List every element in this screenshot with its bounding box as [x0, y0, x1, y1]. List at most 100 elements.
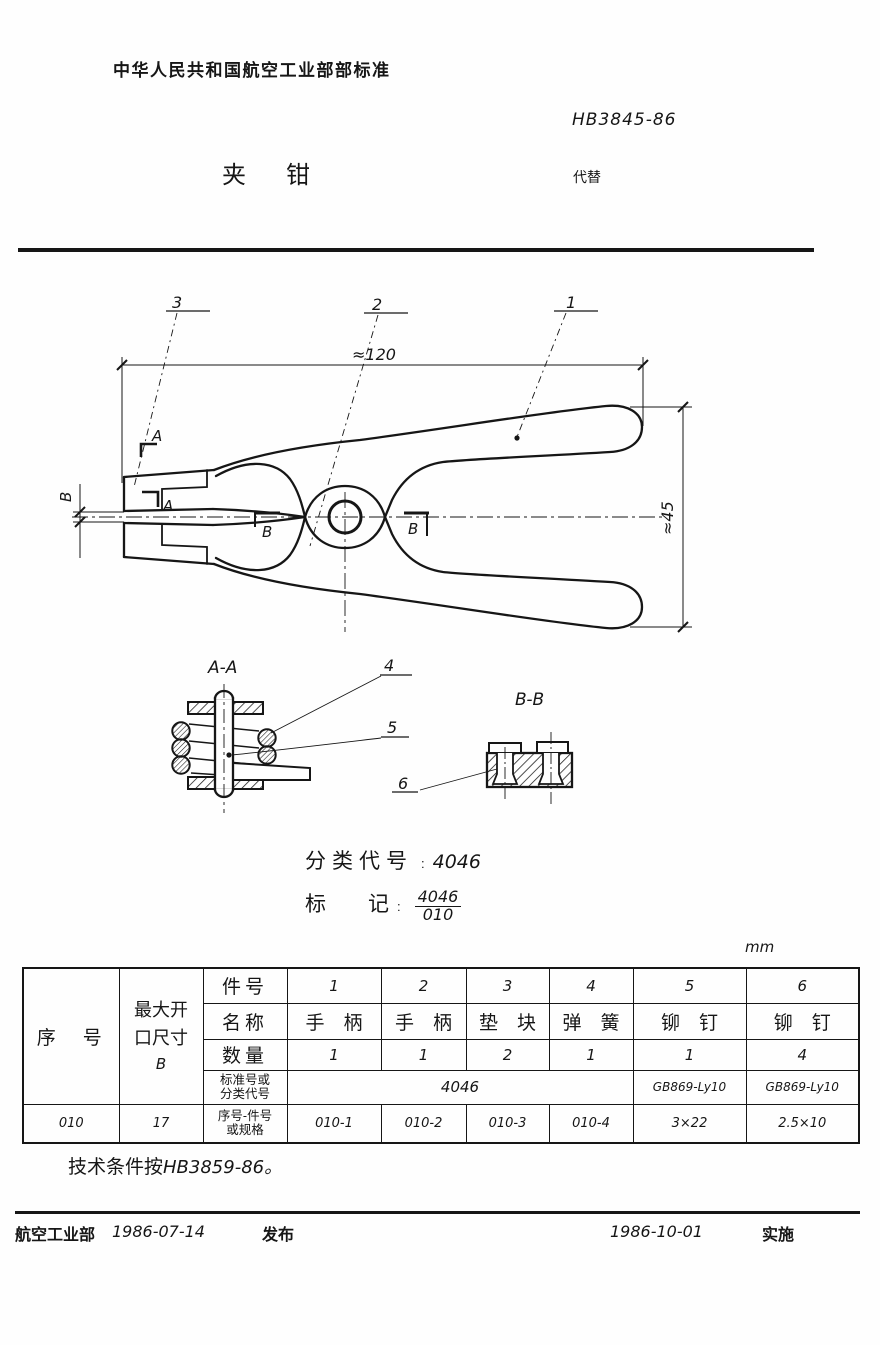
part-no-cell: 6 — [745, 967, 860, 1004]
marking-label: 标 记 — [305, 893, 389, 917]
pivot-circle — [327, 499, 363, 535]
standard-part6-cell: GB869-Ly10 — [745, 1069, 860, 1105]
callout-1: 1 — [514, 293, 598, 441]
standard-no-header: 标准号或 分类代号 — [202, 1069, 288, 1105]
standard-header-line2: 分类代号 — [219, 1087, 270, 1101]
spring-loop-lower — [303, 515, 387, 550]
svg-text:A: A — [151, 427, 162, 445]
parts-table: 序 号 最大开 口尺寸 B 件号 1 2 3 4 5 6 名称 手 柄 手 柄 … — [22, 967, 860, 1144]
classification-code-label: 分类代号 — [305, 850, 413, 873]
dimension-opening — [73, 484, 124, 558]
classification-code-line: 分类代号:4046 — [305, 845, 481, 875]
opening-header-line1: 最大开 — [134, 999, 188, 1020]
upper-handle-outline — [212, 404, 644, 519]
serial-header: 序 号 — [22, 967, 120, 1105]
document-title: 夹 钳 — [222, 162, 318, 189]
marking-denominator: 010 — [422, 904, 454, 924]
lower-arm-inner-arch — [214, 515, 307, 572]
unit-label: mm — [745, 938, 775, 956]
callout-5: 5 — [226, 718, 409, 758]
svg-text:4: 4 — [384, 656, 394, 675]
note-standard-code: HB3859-86。 — [163, 1157, 283, 1178]
classification-code-value: 4046 — [432, 851, 481, 873]
standard-shared-cell: 4046 — [286, 1069, 634, 1105]
section-a-marks: A A — [139, 427, 173, 515]
dim-length-label: ≈120 — [352, 345, 396, 364]
technical-note: 技术条件按HB3859-86。 — [68, 1152, 282, 1179]
marking-numerator: 4046 — [414, 887, 462, 907]
callout-2: 2 — [309, 295, 408, 547]
upper-arm-inner-arch — [214, 462, 307, 519]
svg-text:1: 1 — [566, 293, 576, 312]
section-b-marks: B B — [254, 511, 429, 541]
section-bb-title: B-B — [515, 690, 544, 710]
name-header: 名称 — [202, 1002, 288, 1040]
clamp-technical-drawing: ≈120 ≈45 B 3 2 1 A A — [57, 293, 692, 813]
qty-cell: 1 — [286, 1038, 382, 1071]
dimension-length — [116, 357, 649, 483]
spec-header: 序号-件号 或规格 — [202, 1103, 288, 1144]
replaces-label: 代替 — [573, 169, 601, 185]
part-name-cell: 垫 块 — [465, 1002, 550, 1040]
standard-number: HB3845-86 — [572, 110, 677, 130]
serial-value-cell: 010 — [22, 1103, 120, 1144]
footer-impl-date: 1986-10-01 — [610, 1222, 703, 1241]
footer-org: 航空工业部 — [15, 1227, 96, 1244]
opening-header-line2: 口尺寸 — [134, 1027, 188, 1048]
svg-text:5: 5 — [387, 718, 397, 737]
spring-loop-upper — [303, 484, 387, 519]
footer-impl-label: 实施 — [762, 1227, 795, 1244]
upper-jaw — [122, 468, 216, 513]
dim-height-label: ≈45 — [658, 501, 677, 535]
part-no-cell: 2 — [380, 967, 467, 1004]
section-aa-view: A-A 4 — [171, 656, 412, 813]
standard-org-title: 中华人民共和国航空工业部部标准 — [113, 61, 391, 80]
center-lines — [72, 492, 663, 632]
opening-header-line3: B — [155, 1054, 167, 1073]
opening-dim-label: B — [57, 492, 75, 502]
svg-text:6: 6 — [398, 774, 408, 793]
lower-handle-outline — [212, 515, 644, 630]
part-no-cell: 4 — [548, 967, 634, 1004]
part-no-cell: 1 — [286, 967, 382, 1004]
part-name-cell: 弹 簧 — [548, 1002, 634, 1040]
handle-bar-section — [232, 762, 311, 781]
spec-cell: 010-1 — [286, 1103, 382, 1144]
part-no-cell: 5 — [632, 967, 747, 1004]
standard-part5-cell: GB869-Ly10 — [632, 1069, 747, 1105]
spec-cell: 3×22 — [632, 1103, 747, 1144]
footer-issue-date: 1986-07-14 — [112, 1222, 205, 1241]
dimension-height — [630, 401, 692, 633]
qty-cell: 2 — [465, 1038, 550, 1071]
qty-header: 数量 — [202, 1038, 288, 1071]
max-opening-header: 最大开 口尺寸 B — [118, 967, 204, 1105]
section-bb-view: B-B 6 — [392, 690, 574, 806]
callout-6: 6 — [392, 768, 498, 793]
qty-cell: 1 — [632, 1038, 747, 1071]
qty-cell: 1 — [548, 1038, 634, 1071]
spec-cell: 010-2 — [380, 1103, 467, 1144]
section-aa-title: A-A — [207, 658, 237, 678]
qty-cell: 1 — [380, 1038, 467, 1071]
header-divider-rule — [18, 248, 814, 252]
callout-4: 4 — [270, 656, 412, 734]
footer-divider-rule — [15, 1211, 860, 1214]
note-prefix: 技术条件按 — [68, 1157, 164, 1178]
part-name-cell: 铆 钉 — [745, 1002, 860, 1040]
part-no-header: 件号 — [202, 967, 288, 1004]
svg-text:B: B — [408, 520, 418, 538]
spec-cell: 010-3 — [465, 1103, 550, 1144]
standard-header-line1: 标准号或 — [219, 1072, 270, 1087]
svg-text:2: 2 — [372, 295, 382, 314]
part-no-cell: 3 — [465, 967, 550, 1004]
svg-text:A: A — [162, 497, 173, 515]
callout-3: 3 — [133, 293, 210, 488]
colon: : — [421, 856, 425, 871]
qty-cell: 4 — [745, 1038, 860, 1071]
footer-issue-label: 发布 — [262, 1227, 295, 1244]
spec-cell: 010-4 — [548, 1103, 634, 1144]
colon: : — [397, 899, 401, 915]
part-name-cell: 手 柄 — [286, 1002, 382, 1040]
svg-text:3: 3 — [172, 293, 182, 312]
